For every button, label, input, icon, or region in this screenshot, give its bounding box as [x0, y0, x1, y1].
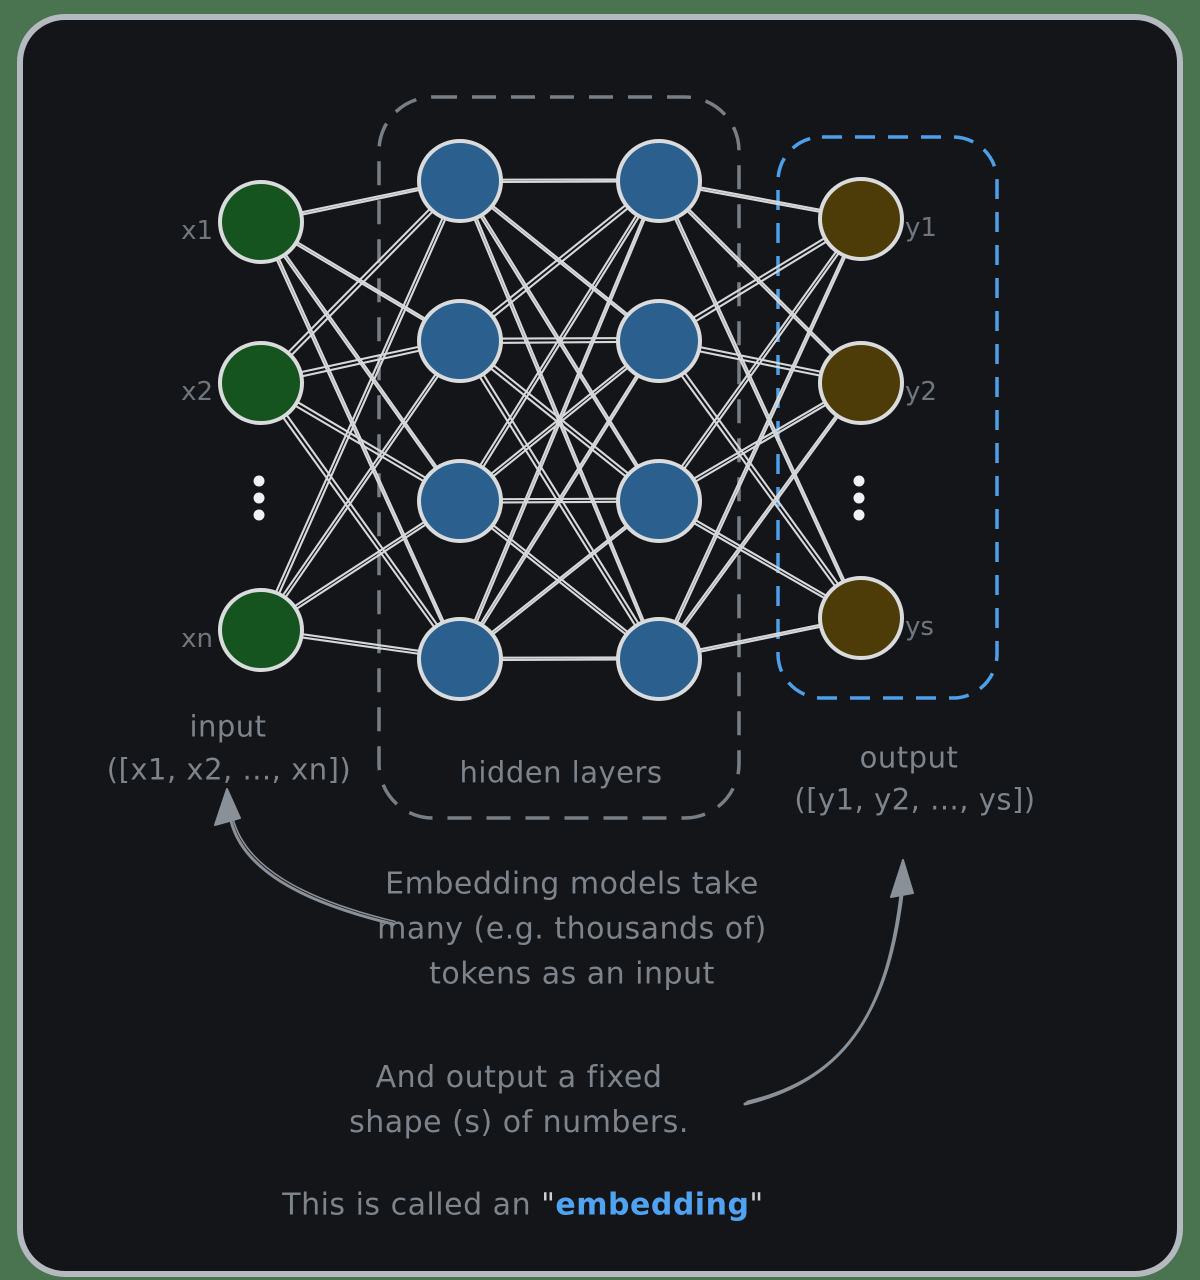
output-node-y2: [818, 341, 904, 425]
edge-line: [261, 340, 464, 633]
note-embedding-input: Embedding models take many (e.g. thousan…: [377, 866, 767, 992]
edge-line: [258, 338, 461, 631]
edge-line: [460, 180, 663, 503]
edge-line: [261, 180, 464, 632]
conclusion-prefix: This is called an: [282, 1187, 542, 1223]
edge-line: [258, 221, 460, 661]
edge-line: [460, 180, 662, 661]
input-label-x2: x2: [181, 377, 213, 407]
hidden-1-node: [417, 139, 503, 223]
edge-line: [656, 380, 862, 660]
input-ellipsis-dot: [253, 509, 265, 521]
arrow-to-output: [743, 893, 903, 1106]
input-label-x1: x1: [181, 216, 213, 246]
output-node-ys: [818, 576, 904, 660]
output-label-ys: ys: [905, 612, 934, 642]
hidden-2-node: [616, 139, 702, 223]
output-ellipsis-dot: [853, 509, 865, 521]
open-quote: ": [541, 1187, 556, 1223]
arrow-to-input-sketch: [232, 817, 396, 923]
edge-line: [258, 383, 459, 661]
edge-line: [457, 178, 660, 502]
output-ellipsis-dot: [853, 475, 865, 487]
edge-line: [659, 338, 863, 618]
hidden-1-node: [417, 299, 503, 383]
edge-line: [258, 221, 460, 503]
close-quote: ": [749, 1187, 764, 1223]
output-label-y2: y2: [905, 377, 937, 407]
output-label-y1: y1: [905, 213, 937, 243]
edge-line: [659, 179, 863, 619]
arrow-to-output-sketch: [746, 891, 904, 1103]
edge-line: [656, 180, 861, 620]
input-caption-title: input: [189, 709, 267, 744]
edge-line: [459, 179, 661, 502]
input-ellipsis-dot: [253, 475, 265, 487]
arrow-to-output-head: [890, 859, 914, 898]
output-caption-title: output: [859, 740, 959, 775]
output-box: [776, 135, 999, 700]
input-ellipsis-dot: [253, 492, 265, 504]
edge-line: [260, 220, 462, 502]
output-ellipsis-dot: [853, 492, 865, 504]
edge-line: [656, 341, 860, 620]
input-node-x1: [218, 180, 304, 264]
input-node-xn: [218, 588, 304, 672]
embedding-word: embedding: [555, 1187, 750, 1223]
edge-line: [258, 177, 461, 383]
edge-line: [457, 179, 660, 660]
hidden-2-node: [616, 459, 702, 543]
input-label-xn: xn: [181, 624, 213, 654]
input-node-x2: [218, 341, 304, 425]
conclusion-line: This is called an "embedding": [282, 1184, 763, 1227]
output-caption-vector: ([y1, y2, ..., ys]): [794, 782, 1036, 817]
edge-line: [459, 340, 662, 661]
hidden-2-node: [616, 617, 702, 701]
output-node-y1: [818, 177, 904, 261]
input-caption-vector: ([x1, x2, ..., xn]): [106, 752, 352, 787]
edge-line: [659, 218, 864, 504]
hidden-1-node: [417, 459, 503, 543]
edge-line: [658, 382, 864, 661]
edge-line: [656, 216, 862, 502]
edge-line: [656, 217, 862, 660]
edge-line: [261, 180, 464, 386]
edge-line: [258, 178, 461, 631]
edge-line: [457, 339, 660, 660]
hidden-2-node: [616, 299, 702, 383]
edge-line: [659, 218, 864, 661]
hidden-1-node: [417, 617, 503, 701]
arrow-to-input-head: [214, 788, 241, 826]
note-embedding-output: And output a fixed shape (s) of numbers.: [349, 1060, 689, 1140]
hidden-layers-caption: hidden layers: [459, 755, 663, 790]
arrow-to-input: [229, 819, 395, 926]
edge-line: [261, 380, 462, 659]
